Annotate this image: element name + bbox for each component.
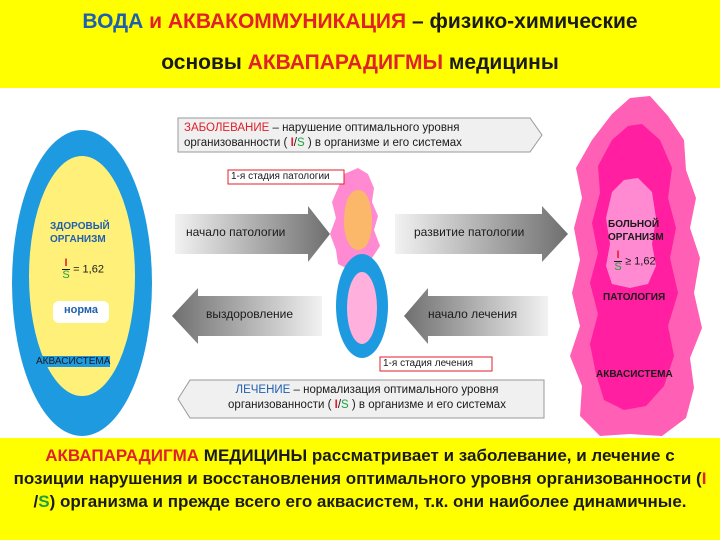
arrow-label-recovery: выздоровление <box>206 307 294 321</box>
healthy-title-line-1: ЗДОРОВЫЙ <box>50 221 110 232</box>
arrow-label-pathology-start: начало патологии <box>186 225 286 239</box>
sick-core-blob <box>606 178 656 288</box>
sick-title-line-1: БОЛЬНОЙ <box>608 219 660 230</box>
treatment-box-shape <box>177 379 545 419</box>
treatment-cell-inner <box>347 272 377 344</box>
healthy-inner-ellipse <box>29 156 135 396</box>
summary-text: АКВАПАРАДИГМА МЕДИЦИНЫ рассматривает и з… <box>10 444 710 513</box>
healthy-title: ЗДОРОВЫЙ ОРГАНИЗМ <box>50 220 110 246</box>
treatment-slash: / <box>337 398 342 411</box>
healthy-ratio: I S = 1,62 <box>62 258 104 281</box>
disease-definition-line-1: ЗАБОЛЕВАНИЕ – нарушение оптимального уро… <box>184 121 462 136</box>
arrow-label-treatment-start: начало лечения <box>428 307 518 321</box>
summary-text-part-2: ) организма и прежде всего его аквасисте… <box>49 492 687 511</box>
treatment-S-symbol: S <box>341 398 349 411</box>
title-line-1: ВОДА и АКВАКОММУНИКАЦИЯ – физико-химичес… <box>0 10 720 34</box>
summary-S-symbol: S <box>38 492 50 511</box>
sick-title: БОЛЬНОЙ ОРГАНИЗМ <box>608 218 664 244</box>
disease-S-symbol: S <box>296 136 305 149</box>
disease-definition-line-2: организованности ( I/S ) в организме и е… <box>184 136 462 151</box>
summary-slash: / <box>33 492 39 511</box>
diagram-area: ЗАБОЛЕВАНИЕ – нарушение оптимального уро… <box>0 88 720 438</box>
disease-I-symbol: I <box>290 136 294 149</box>
arrow-recovery <box>172 288 322 344</box>
disease-line-2-start: организованности ( <box>184 136 291 149</box>
title-term-water: ВОДА <box>82 10 144 33</box>
title-term-aquacommunication: АКВАКОММУНИКАЦИЯ <box>167 10 407 33</box>
stage-treatment-box <box>379 356 493 372</box>
sick-aquasystem-label: АКВАСИСТЕМА <box>596 369 673 380</box>
stage-treatment-label: 1-я стадия лечения <box>383 358 474 369</box>
title-line-2-prefix: основы <box>161 51 242 74</box>
summary-I-symbol: I <box>701 469 707 488</box>
treatment-definition-line-1: ЛЕЧЕНИЕ – нормализация оптимального уров… <box>192 383 542 398</box>
arrow-treatment-start <box>404 288 548 344</box>
sick-pathology-label: ПАТОЛОГИЯ <box>603 292 666 303</box>
sick-ratio-value: ≥ 1,62 <box>625 255 656 268</box>
arrow-label-pathology-development: развитие патологии <box>414 225 525 239</box>
sick-ratio-fraction: I S <box>614 250 622 273</box>
diagram-shapes <box>12 96 702 436</box>
disease-line-2-end: ) в организме и его системах <box>304 136 462 149</box>
stage-pathology-box <box>227 169 345 185</box>
treatment-I-symbol: I <box>334 398 338 411</box>
summary-term: АКВАПАРАДИГМА <box>45 446 200 465</box>
pathology-cell-inner <box>344 190 372 250</box>
title-line-2: основы АКВАПАРАДИГМЫ медицины <box>0 51 720 75</box>
sick-ratio-numerator: I <box>614 250 622 262</box>
arrow-pathology-start <box>175 206 330 262</box>
healthy-ratio-fraction: I S <box>62 258 70 281</box>
title-line-2-suffix: медицины <box>448 51 559 74</box>
treatment-term: ЛЕЧЕНИЕ <box>235 384 291 396</box>
disease-slash: / <box>293 136 297 149</box>
healthy-aquasystem-label: АКВАСИСТЕМА <box>36 356 111 367</box>
title-banner: ВОДА и АКВАКОММУНИКАЦИЯ – физико-химичес… <box>0 0 720 88</box>
disease-term: ЗАБОЛЕВАНИЕ <box>184 122 270 134</box>
sick-title-line-2: ОРГАНИЗМ <box>608 232 664 243</box>
treatment-definition-line-2: организованности ( I/S ) в организме и е… <box>192 398 542 413</box>
sick-ratio: I S ≥ 1,62 <box>614 250 656 273</box>
title-line-1-rest: – физико-химические <box>411 10 638 33</box>
treatment-definition: ЛЕЧЕНИЕ – нормализация оптимального уров… <box>192 383 542 412</box>
stage-pathology-label: 1-я стадия патологии <box>231 171 330 182</box>
healthy-ratio-value: = 1,62 <box>73 263 104 276</box>
treatment-line-1-rest: – нормализация оптимального уровня <box>290 384 499 396</box>
sick-ratio-denominator: S <box>614 261 622 273</box>
title-term-aquaparadigm: АКВАПАРАДИГМЫ <box>247 51 444 74</box>
treatment-line-2-end: ) в организме и его системах <box>348 398 506 411</box>
healthy-ratio-denominator: S <box>62 269 70 281</box>
healthy-norm-badge <box>53 301 109 323</box>
disease-box-shape <box>177 117 543 153</box>
title-conjunction: и <box>149 10 163 33</box>
healthy-ratio-numerator: I <box>62 258 70 270</box>
summary-text-part-1: МЕДИЦИНЫ рассматривает и заболевание, и … <box>13 446 702 488</box>
disease-line-1-rest: – нарушение оптимального уровня <box>269 122 460 134</box>
healthy-title-line-2: ОРГАНИЗМ <box>50 234 106 245</box>
summary-banner: АКВАПАРАДИГМА МЕДИЦИНЫ рассматривает и з… <box>0 438 720 540</box>
disease-definition: ЗАБОЛЕВАНИЕ – нарушение оптимального уро… <box>184 121 462 150</box>
healthy-norm-label: норма <box>63 304 99 316</box>
arrow-pathology-development <box>395 206 568 262</box>
treatment-line-2-start: организованности ( <box>228 398 335 411</box>
